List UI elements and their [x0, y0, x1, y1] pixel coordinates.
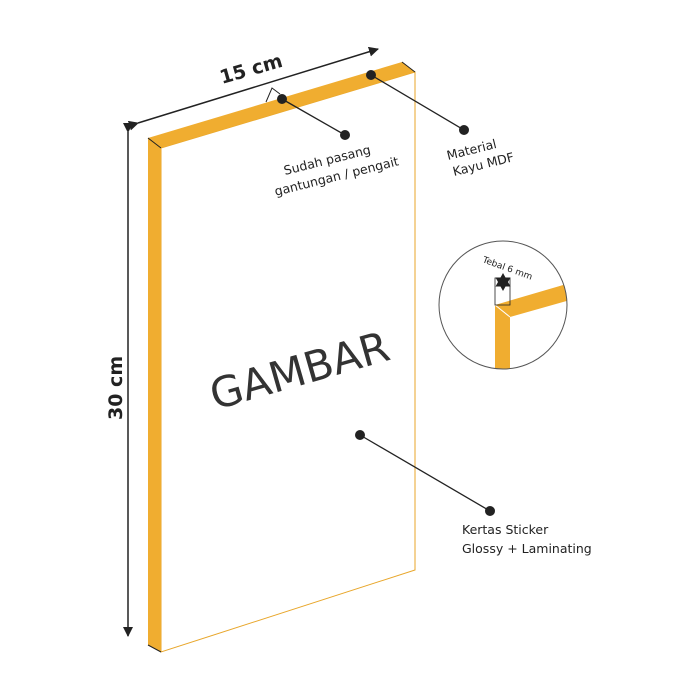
callout-sticker: Kertas Sticker Glossy + Laminating	[355, 430, 592, 556]
width-dimension-arrow	[127, 46, 379, 131]
thickness-detail-inset: Tebal 6 mm	[438, 240, 568, 370]
width-label: 15 cm	[217, 50, 285, 89]
sticker-label-line2: Glossy + Laminating	[462, 541, 592, 556]
hanger-icon	[265, 87, 281, 103]
sticker-label-line1: Kertas Sticker	[462, 522, 549, 537]
panel-left-edge	[148, 138, 161, 652]
height-label: 30 cm	[105, 356, 127, 420]
star-icon	[495, 273, 511, 291]
